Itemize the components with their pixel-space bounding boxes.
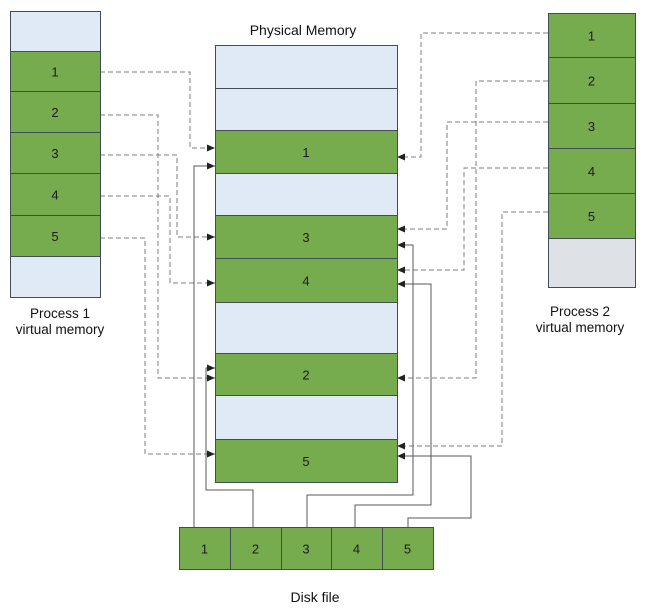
physical-memory-cell-empty-8 (215, 395, 398, 440)
physical-memory-cell-4-label: 4 (302, 274, 309, 289)
physical-memory-cell-empty-3 (215, 173, 398, 216)
process1-cell-empty-6 (10, 256, 101, 298)
process2-cell-3-label: 3 (588, 119, 595, 134)
mapping-arrows (100, 32, 548, 527)
process1-cell-4 (10, 173, 101, 216)
disk-cell-2-label: 2 (252, 542, 259, 557)
process2-cell-2 (548, 57, 636, 104)
process2-cell-1 (548, 13, 636, 58)
physical-memory-cell-2-label: 2 (302, 368, 309, 383)
map-disk1-to-frame1-arrow (193, 162, 215, 527)
process2-cell-1-label: 1 (588, 29, 595, 44)
map-disk4-to-frame4-arrow (354, 280, 432, 527)
map-p1-page5-to-frame5-arrow (100, 237, 215, 458)
map-p2-page5-to-frame5-arrow (397, 211, 548, 450)
map-disk5-to-frame5-arrow (397, 452, 472, 527)
disk-cell-5-label: 5 (404, 542, 411, 557)
map-p1-page1-to-frame1-arrow (100, 71, 215, 152)
map-p1-page4-to-frame4-arrow (100, 195, 215, 287)
process1-cell-4-label: 4 (51, 188, 58, 203)
physical-memory-cell-empty-1 (215, 88, 398, 131)
map-p2-page2-to-frame2-arrow (397, 80, 548, 382)
physical-memory-cell-2 (215, 353, 398, 396)
disk-cell-2 (230, 527, 282, 570)
map-p2-page1-to-frame1-arrow (397, 32, 548, 161)
disk-cell-5 (382, 527, 434, 570)
map-p1-page2-to-frame2-arrow (100, 114, 215, 382)
process1-cell-3 (10, 132, 101, 174)
disk-cell-3 (281, 527, 332, 570)
physical-memory-cell-empty-6 (215, 302, 398, 354)
map-p2-page3-to-frame3-arrow (397, 121, 548, 233)
physical-memory-cell-1-label: 1 (302, 145, 309, 160)
process1-cell-empty-0 (10, 11, 101, 52)
physical-memory-cell-3-label: 3 (302, 230, 309, 245)
physical-memory-cell-3 (215, 215, 398, 259)
map-disk2-to-frame2-arrow (205, 364, 254, 527)
disk-cell-1 (179, 527, 231, 570)
physical-memory-cell-5-label: 5 (302, 454, 309, 469)
process2-cell-2-label: 2 (588, 74, 595, 89)
process1-cell-3-label: 3 (51, 146, 58, 161)
physical-memory-cell-empty-0 (215, 45, 398, 89)
process2-cell-4-label: 4 (588, 164, 595, 179)
memory-boxes: 1 2 3 4 5 1 3 4 2 5 1 2 3 4 5 1 2 3 4 5 (10, 11, 636, 570)
process1-cell-1-label: 1 (51, 65, 58, 80)
map-p1-page3-to-frame3-arrow (100, 154, 215, 241)
process1-cell-2-label: 2 (51, 105, 58, 120)
process2-cell-5-label: 5 (588, 209, 595, 224)
map-disk3-to-frame3-arrow (306, 241, 414, 527)
process1-cell-2 (10, 91, 101, 133)
process1-cell-1 (10, 51, 101, 92)
physical-memory-cell-5 (215, 439, 398, 483)
map-p2-page4-to-frame4-arrow (397, 167, 548, 274)
process2-cell-empty-5 (548, 238, 636, 288)
process1-cell-5-label: 5 (51, 229, 58, 244)
disk-cell-1-label: 1 (201, 542, 208, 557)
disk-cell-3-label: 3 (302, 542, 309, 557)
physical-memory-cell-4 (215, 258, 398, 303)
disk-cell-4-label: 4 (353, 542, 360, 557)
